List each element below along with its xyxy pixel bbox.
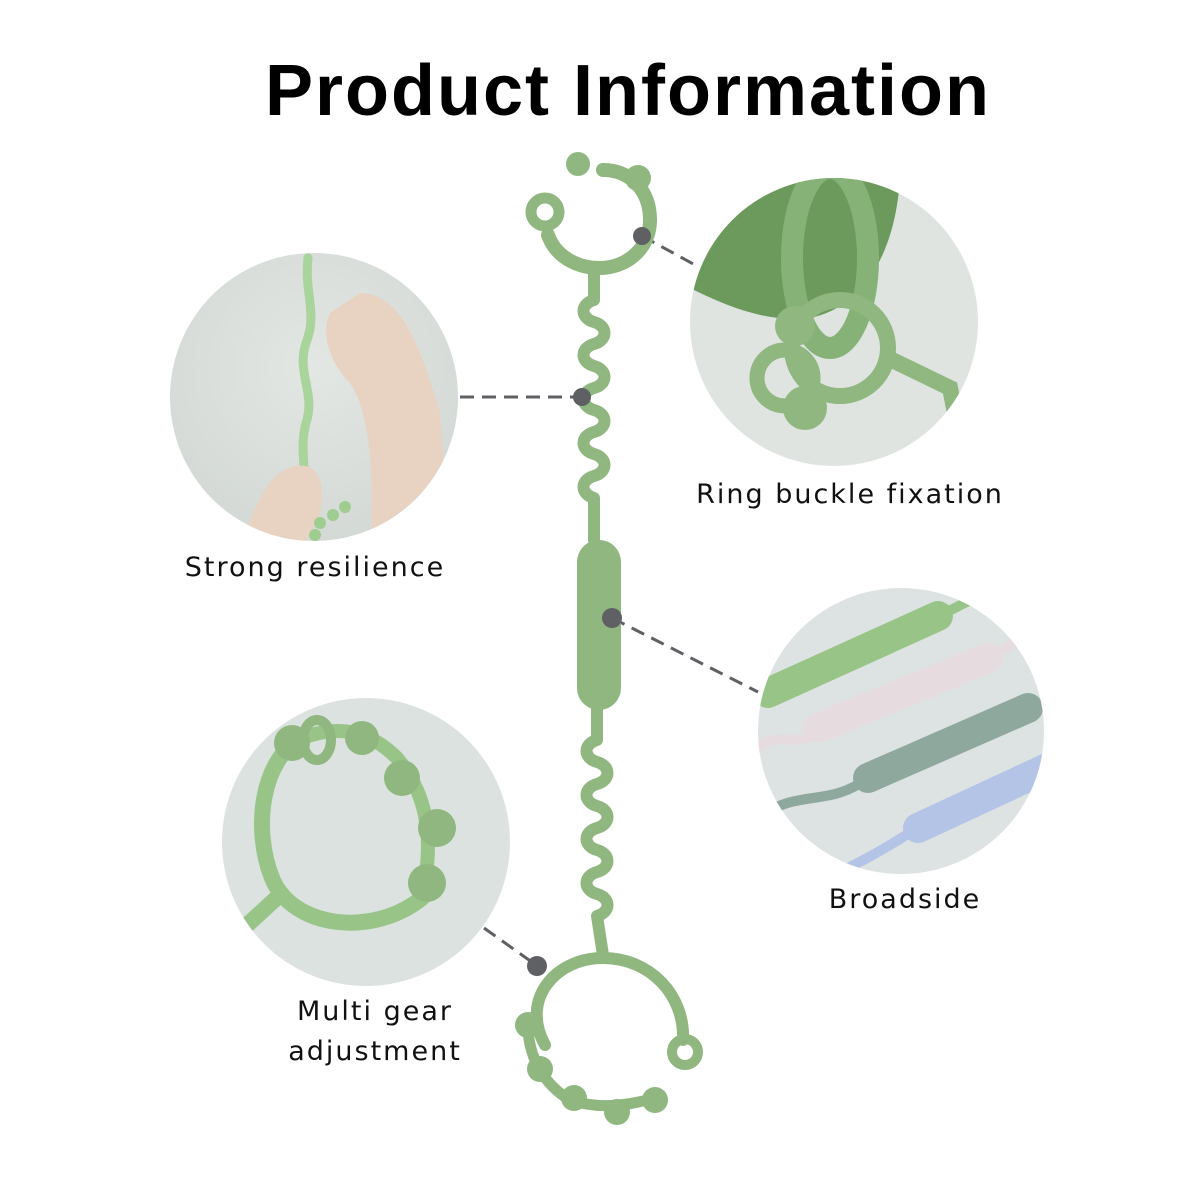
ring-buckle-icon	[690, 178, 968, 446]
feature-label-strong-resilience: Strong resilience	[184, 552, 446, 583]
beaded-ring-icon	[222, 715, 456, 954]
feature-label-multi-gear-adjustment: Multi gear adjustment	[250, 992, 500, 1072]
feature-label-line2: adjustment	[288, 1036, 462, 1067]
connector-dots	[527, 227, 651, 976]
page-title: Product Information	[265, 51, 991, 131]
feature-image-multi-gear	[222, 698, 510, 986]
feature-image-ring-buckle	[690, 178, 978, 466]
feature-image-strong-resilience	[170, 253, 458, 541]
feature-label-ring-buckle-fixation: Ring buckle fixation	[696, 479, 1004, 510]
feature-label-broadside: Broadside	[828, 884, 982, 915]
color-variants-icon	[758, 591, 1044, 873]
feature-image-broadside	[758, 588, 1044, 874]
feature-label-line1: Multi gear	[297, 996, 453, 1027]
hands-stretching-icon	[243, 253, 450, 541]
